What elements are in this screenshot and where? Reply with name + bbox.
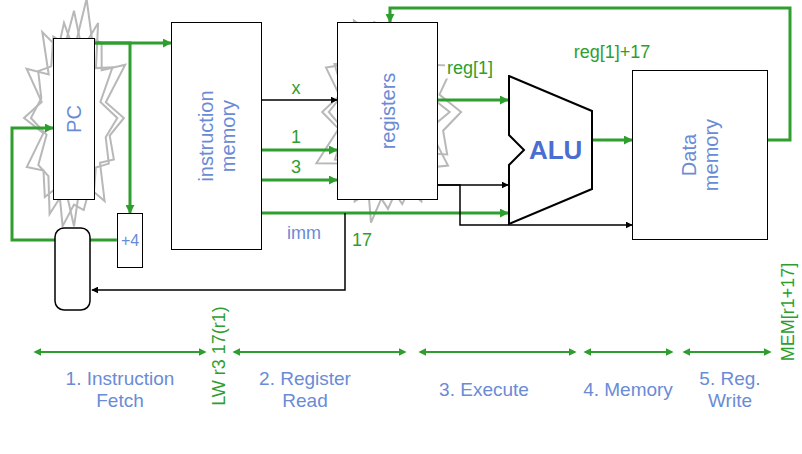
register-file-box: registers <box>337 22 438 200</box>
signal-value: MEM[r1+17] <box>778 261 799 364</box>
adder-box: +4 <box>117 213 143 268</box>
signal-value: reg[1] <box>445 58 495 79</box>
node-label: Data memory <box>678 110 722 200</box>
connector <box>95 43 130 213</box>
instruction-text: LW r3 17(r1) <box>209 304 230 408</box>
node-label: ALU <box>529 136 582 165</box>
stage-label: 1. Instruction Fetch <box>45 368 195 412</box>
starburst <box>329 21 450 209</box>
stage-label: 4. Memory <box>583 379 673 401</box>
alu-shape: ALU <box>508 75 593 225</box>
node-label: PC <box>63 89 85 149</box>
stage-label: 3. Execute <box>439 379 529 401</box>
memory-box: instruction memory <box>171 22 262 250</box>
stage-span <box>420 351 575 353</box>
starburst <box>24 0 125 226</box>
node-label: +4 <box>121 232 139 250</box>
connector <box>262 212 508 215</box>
signal-value: 3 <box>289 157 303 178</box>
connector <box>438 99 508 102</box>
stage-span <box>35 351 205 353</box>
pc-mux <box>55 228 90 310</box>
field-name: imm <box>287 223 321 244</box>
signal-value: x <box>290 78 303 99</box>
connector <box>262 99 337 101</box>
signal-value: 1 <box>289 127 303 148</box>
register-box: PC <box>53 38 95 200</box>
memory-box: Data memory <box>632 70 768 240</box>
stage-label: 2. Register Read <box>250 368 360 412</box>
connector <box>593 139 632 142</box>
connector <box>262 179 337 182</box>
signal-value: 17 <box>352 230 372 251</box>
stage-span <box>234 351 405 353</box>
signal-value: reg[1]+17 <box>572 42 653 63</box>
node-label: instruction memory <box>195 71 239 201</box>
node-label: registers <box>377 51 399 171</box>
starburst <box>316 22 461 222</box>
connector <box>262 149 337 152</box>
alu-polygon <box>509 76 592 224</box>
stage-span <box>684 351 770 353</box>
stage-label: 5. Reg. Write <box>685 368 775 412</box>
stage-span <box>585 351 672 353</box>
